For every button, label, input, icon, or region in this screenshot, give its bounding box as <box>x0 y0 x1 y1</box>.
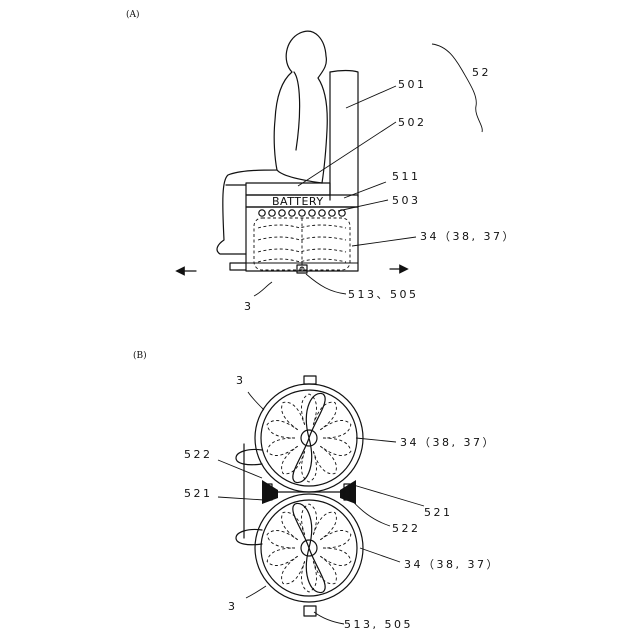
leader-513 <box>306 274 346 294</box>
panel-a-label: (A) <box>126 9 140 20</box>
label-503: 503 <box>392 194 421 207</box>
label-34: 34（38, 37） <box>420 230 516 243</box>
seat-cushion <box>246 183 330 195</box>
top-tab <box>304 376 316 384</box>
vent-holes <box>259 210 345 216</box>
label-521-right: 521 <box>424 506 453 519</box>
label-513-b: 513, 505 <box>344 618 413 631</box>
vent-hole <box>279 210 285 216</box>
label-511: 511 <box>392 170 421 183</box>
leader-52 <box>432 44 482 132</box>
casing <box>230 207 358 271</box>
leader-521-left <box>218 497 264 500</box>
vent-hole <box>259 210 265 216</box>
label-521-left: 521 <box>184 487 213 500</box>
leader-3-bottom <box>246 586 266 598</box>
leader-513-b <box>314 612 344 624</box>
label-3-bottom: 3 <box>228 600 238 613</box>
seated-person <box>217 31 327 254</box>
vent-hole <box>299 210 305 216</box>
seat-back <box>330 71 358 201</box>
leader-3 <box>254 282 272 296</box>
vent-hole <box>289 210 295 216</box>
leader-34-bottom <box>360 548 400 562</box>
label-52: 52 <box>472 66 491 79</box>
label-502: 502 <box>398 116 427 129</box>
leader-511 <box>344 182 386 198</box>
panel-b-label: (B) <box>133 350 147 361</box>
battery-text: BATTERY <box>272 195 324 208</box>
vent-hole <box>319 210 325 216</box>
vent-hole <box>329 210 335 216</box>
fan-unit-top <box>255 384 363 492</box>
leader-502 <box>298 122 396 186</box>
label-522-left: 522 <box>184 448 213 461</box>
fan-dashed <box>254 218 350 270</box>
vent-hole <box>269 210 275 216</box>
label-501: 501 <box>398 78 427 91</box>
leader-501 <box>346 86 396 108</box>
label-3-top: 3 <box>236 374 246 387</box>
label-34-top: 34（38, 37） <box>400 436 496 449</box>
fan-unit-bottom <box>255 494 363 602</box>
label-522-right: 522 <box>392 522 421 535</box>
label-3: 3 <box>244 300 254 313</box>
vent-hole <box>309 210 315 216</box>
leader-34-top <box>356 438 396 442</box>
leader-503 <box>338 200 388 211</box>
leader-3-top <box>248 392 264 410</box>
leader-34 <box>352 237 416 246</box>
label-34-bottom: 34（38, 37） <box>404 558 500 571</box>
leader-521-right <box>350 484 424 506</box>
bottom-tab <box>304 606 316 616</box>
label-513: 513、505 <box>348 288 419 301</box>
